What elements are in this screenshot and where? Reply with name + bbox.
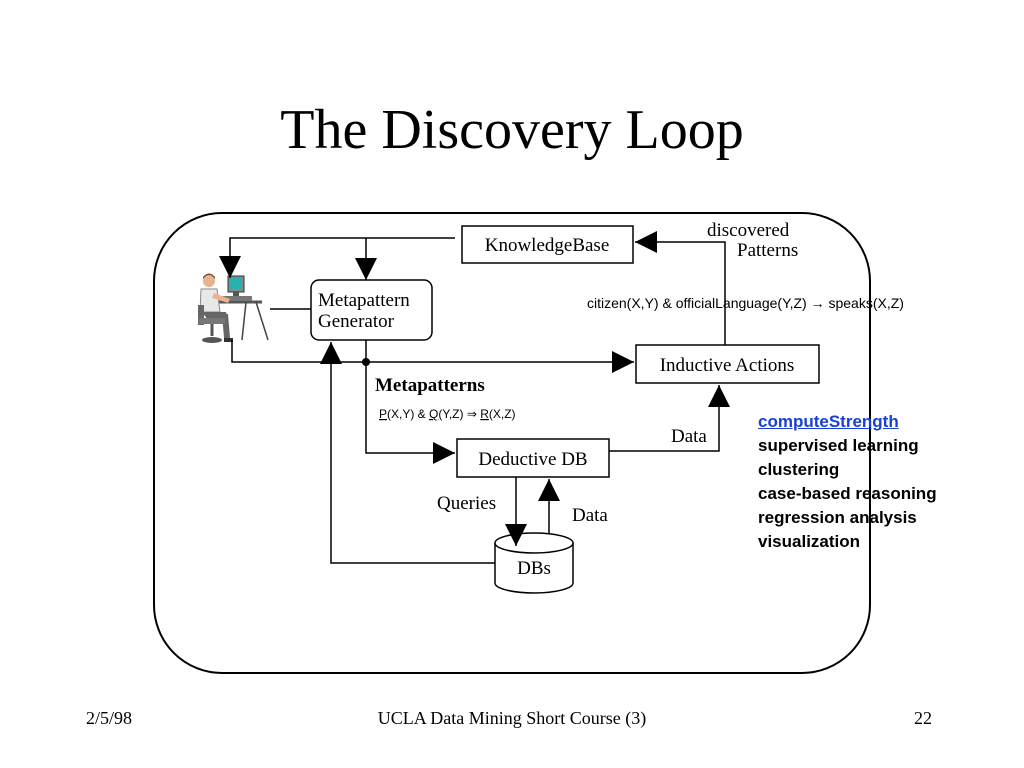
dbs-cylinder — [494, 532, 574, 594]
edge-user-to-inductive — [231, 340, 634, 373]
method-regression-analysis: regression analysis — [758, 508, 917, 527]
inductive-actions-box — [635, 344, 820, 384]
metapattern-generator-label-line2: Generator — [318, 311, 395, 332]
deductive-db-box — [456, 438, 610, 478]
edge-deductive-to-inductive — [609, 385, 730, 452]
formula-p-args: (X,Y) & — [387, 407, 429, 421]
formula-q-args: (Y,Z) ⇒ — [438, 407, 480, 421]
footer-page-number: 22 — [914, 708, 932, 728]
knowledge-base-box — [461, 225, 634, 264]
edge-dbs-to-generator — [320, 342, 495, 564]
outer-frame — [153, 212, 871, 674]
queries-label: Queries — [437, 493, 496, 514]
page-title: The Discovery Loop — [280, 99, 744, 161]
metapattern-formula: P(X,Y) & Q(Y,Z) ⇒ R(X,Z) — [379, 407, 516, 421]
method-supervised-learning: supervised learning — [758, 436, 919, 455]
method-case-based-reasoning: case-based reasoning — [758, 484, 937, 503]
deductive-db-label: Deductive DB — [478, 449, 587, 470]
example-rule: citizen(X,Y) & officialLanguage(Y,Z) → s… — [587, 295, 904, 311]
discovery-methods-list: computeStrength supervised learning clus… — [758, 410, 937, 554]
data-from-dbs-label: Data — [572, 505, 608, 526]
method-clustering: clustering — [758, 460, 840, 479]
formula-p: P — [379, 407, 387, 421]
patterns-label: Patterns — [737, 240, 798, 261]
footer-course: UCLA Data Mining Short Course (3) — [377, 708, 647, 728]
edge-kb-to-user — [219, 237, 455, 278]
dbs-label: DBs — [517, 558, 551, 579]
edge-generator-to-deductive — [365, 340, 455, 464]
formula-r-args: (X,Z) — [489, 407, 516, 421]
inductive-actions-label: Inductive Actions — [660, 355, 795, 376]
metapatterns-label: Metapatterns — [375, 375, 485, 396]
metapattern-generator-label-line1: Metapattern — [318, 290, 410, 311]
discovered-label: discovered — [707, 220, 790, 241]
person-at-computer-icon — [198, 273, 269, 343]
footer-date: 2/5/98 — [86, 708, 133, 728]
metapattern-generator-box — [310, 279, 433, 341]
method-compute-strength-link[interactable]: computeStrength — [758, 412, 899, 431]
formula-r: R — [480, 407, 489, 421]
method-visualization: visualization — [758, 532, 861, 551]
data-to-inductive-label: Data — [671, 426, 707, 447]
formula-q: Q — [429, 407, 438, 421]
edge-inductive-to-kb — [635, 231, 726, 345]
knowledge-base-label: KnowledgeBase — [485, 235, 610, 256]
